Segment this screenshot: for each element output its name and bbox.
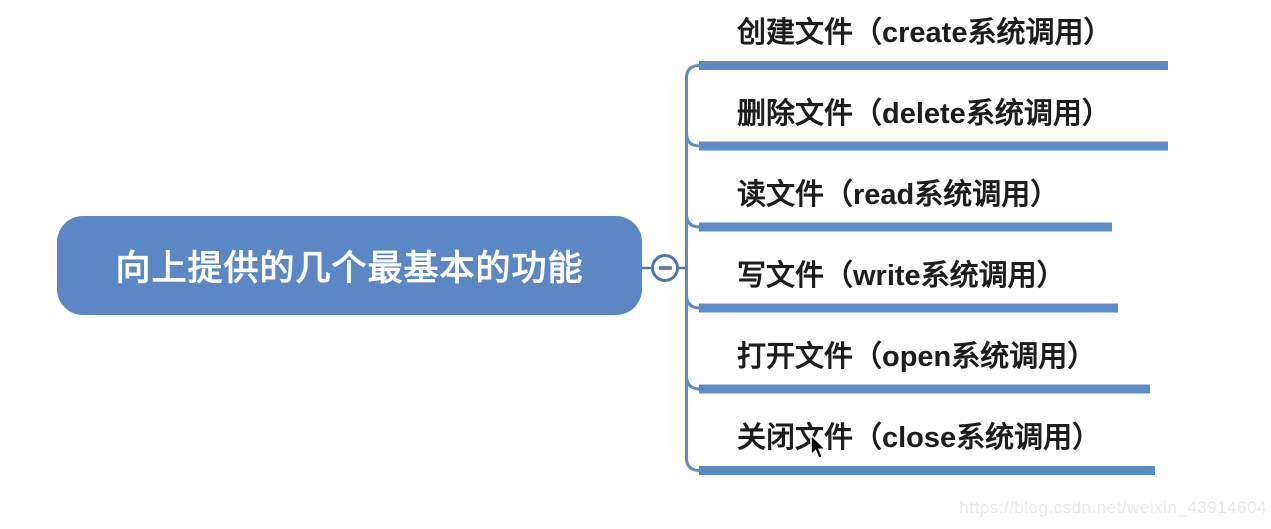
collapse-toggle-button[interactable] — [651, 254, 679, 282]
branch-trunk-line — [685, 64, 701, 472]
branch-curve — [685, 375, 701, 391]
branch-topic-create[interactable]: 创建文件（create系统调用） — [737, 17, 1113, 49]
minus-icon — [658, 266, 672, 270]
branch-topic-close[interactable]: 关闭文件（close系统调用） — [737, 422, 1102, 454]
branch-curve — [685, 213, 701, 229]
branch-topic-open[interactable]: 打开文件（open系统调用） — [737, 341, 1097, 373]
branch-topic-write[interactable]: 写文件（write系统调用） — [737, 260, 1066, 292]
branch-curve — [685, 294, 701, 310]
branch-topic-read[interactable]: 读文件（read系统调用） — [737, 179, 1060, 211]
branch-topic-delete[interactable]: 删除文件（delete系统调用） — [737, 98, 1111, 130]
root-topic-label: 向上提供的几个最基本的功能 — [115, 249, 584, 288]
branch-curve — [685, 132, 701, 148]
root-topic-node[interactable]: 向上提供的几个最基本的功能 — [57, 216, 642, 315]
csdn-watermark: https://blog.csdn.net/weixin_43914604 — [959, 498, 1267, 517]
